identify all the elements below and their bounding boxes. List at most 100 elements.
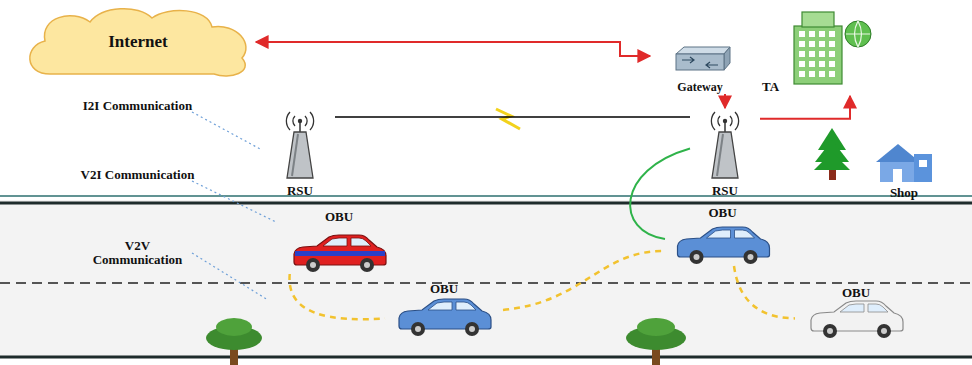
- building-window: [809, 61, 815, 67]
- node-text-stack: OBU: [385, 282, 503, 296]
- antenna-pole: [299, 121, 301, 132]
- wireless-lightning: [496, 109, 520, 129]
- building-window: [809, 51, 815, 57]
- communication-label: I2I Communication: [80, 99, 195, 113]
- node-text-group: Gateway: [650, 81, 750, 94]
- node-text-group: OBU: [795, 286, 917, 300]
- tower-shade: [717, 134, 723, 176]
- car-wheel: [744, 250, 758, 264]
- car-window: [868, 304, 888, 312]
- building-window: [799, 41, 805, 47]
- gateway-node: Gateway: [650, 42, 750, 94]
- building-icon: [794, 12, 871, 84]
- road-edge-line: [0, 202, 972, 205]
- node-label: TA: [762, 80, 779, 94]
- car-hub: [310, 262, 316, 268]
- house-door: [893, 169, 902, 182]
- car-wheel: [877, 324, 891, 338]
- communication-label: V2I Communication: [80, 168, 195, 182]
- vehicle-node: OBU: [795, 286, 917, 340]
- connector: [734, 266, 795, 318]
- tree-crown: [216, 318, 252, 336]
- building-window: [809, 41, 815, 47]
- connector: [503, 251, 665, 310]
- connector: [335, 116, 690, 118]
- vehicle-node: OBU: [665, 206, 780, 266]
- building-window: [799, 71, 805, 77]
- building-window: [799, 31, 805, 37]
- vehicle-node: OBU: [385, 282, 503, 338]
- car-hub: [881, 328, 887, 334]
- car-wheel: [411, 322, 425, 336]
- building-window: [829, 41, 835, 47]
- leader-line: [192, 181, 276, 222]
- cloud-node: Internet: [20, 4, 256, 80]
- antenna-pole: [724, 121, 726, 132]
- node-label: Gateway: [650, 81, 750, 94]
- building-window: [829, 61, 835, 67]
- building-window: [819, 31, 825, 37]
- building-top: [802, 12, 834, 27]
- building-window: [819, 41, 825, 47]
- car-shape: [399, 299, 491, 336]
- vehicle-node: OBU: [283, 210, 395, 274]
- building-window: [829, 31, 835, 37]
- shop-house: [876, 144, 932, 182]
- gateway-side: [724, 47, 730, 70]
- pine-tree: [814, 128, 850, 180]
- node-text-group: RSU: [690, 184, 760, 198]
- car-hub: [415, 326, 421, 332]
- car-wheel: [306, 258, 320, 272]
- car-shape: [811, 301, 903, 338]
- car-wheel: [465, 322, 479, 336]
- node-text-stack: RSU: [265, 184, 335, 198]
- connector: [724, 94, 726, 108]
- tower-body: [287, 132, 313, 178]
- gateway-icon: [676, 47, 730, 70]
- node-text-stack: OBU: [283, 210, 395, 224]
- roadside-tree: [206, 318, 262, 365]
- node-label: OBU: [665, 206, 780, 220]
- leader-line: [192, 112, 262, 150]
- building-window: [829, 71, 835, 77]
- shop-node: Shop: [868, 140, 940, 200]
- building-window: [799, 61, 805, 67]
- node-text-group: OBU: [665, 206, 780, 220]
- rsu-tower: [286, 112, 313, 178]
- building-window: [799, 51, 805, 57]
- house-window: [919, 160, 927, 167]
- tower-shade: [292, 134, 298, 176]
- node-label: OBU: [283, 210, 395, 224]
- car-hub: [694, 254, 700, 260]
- node-text-stack: RSU: [690, 184, 760, 198]
- car-window: [735, 230, 755, 238]
- node-text-stack: OBU: [795, 286, 917, 300]
- authority-node: TA: [758, 4, 873, 96]
- node-label: OBU: [385, 282, 503, 296]
- gateway-top: [676, 47, 730, 54]
- roadside-tree: [626, 318, 686, 365]
- car-window: [351, 238, 371, 246]
- connector: [290, 274, 385, 319]
- connector: [760, 96, 850, 119]
- car-window: [840, 304, 864, 312]
- road-surface: [0, 200, 972, 357]
- node-text-group: OBU: [283, 210, 395, 224]
- car-shape: [294, 235, 386, 272]
- building-window: [819, 51, 825, 57]
- gateway-front: [676, 54, 724, 70]
- node-label: RSU: [265, 184, 335, 198]
- road-edge-line: [0, 195, 972, 197]
- building-window: [819, 61, 825, 67]
- node-text-stack: OBU: [665, 206, 780, 220]
- building-body: [794, 26, 842, 84]
- gateway-arrows: [682, 57, 718, 68]
- car-hub: [364, 262, 370, 268]
- building-window: [819, 71, 825, 77]
- connector: [256, 42, 650, 56]
- building-window: [809, 71, 815, 77]
- building-window: [809, 31, 815, 37]
- house-side: [914, 154, 932, 182]
